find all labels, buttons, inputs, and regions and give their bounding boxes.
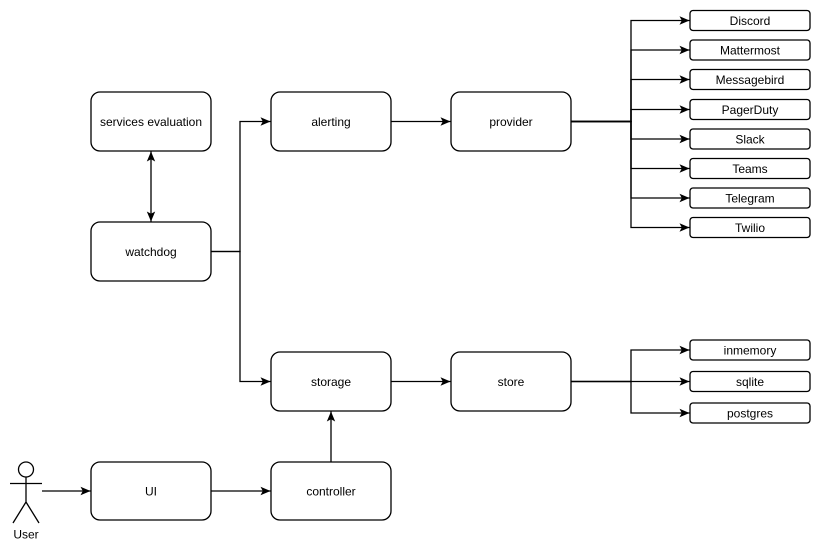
node-box	[90, 221, 212, 282]
edge-provider-discord	[571, 16, 690, 123]
leaf-store-postgres: postgres	[689, 402, 811, 424]
node-box	[450, 351, 572, 412]
node-services-evaluation: services evaluation	[90, 91, 212, 152]
leaf-provider-telegram: Telegram	[689, 187, 811, 209]
edge-watchdog-storage	[211, 250, 271, 386]
node-box	[90, 461, 212, 521]
edge-provider-mattermost	[571, 45, 690, 123]
leaf-box	[689, 128, 811, 150]
leaf-box	[689, 402, 811, 424]
node-alerting: alerting	[270, 91, 392, 152]
actor-label: User	[13, 528, 38, 542]
edge-provider-messagebird	[571, 75, 690, 123]
node-provider: provider	[450, 91, 572, 152]
edge-provider-telegram	[571, 120, 690, 203]
leaf-label: Slack	[735, 133, 765, 147]
leaf-provider-messagebird: Messagebird	[689, 68, 811, 91]
edge-provider-pagerduty	[571, 105, 690, 123]
node-label: UI	[145, 485, 157, 499]
node-store: store	[450, 351, 572, 412]
leaf-label: inmemory	[724, 344, 777, 358]
leaf-box	[689, 216, 811, 239]
leaf-provider-discord: Discord	[689, 9, 811, 32]
node-label: controller	[306, 485, 355, 499]
leaf-label: Mattermost	[720, 44, 781, 58]
node-label: services evaluation	[100, 115, 202, 129]
leaf-label: sqlite	[736, 375, 764, 389]
node-label: store	[498, 375, 525, 389]
node-box	[270, 351, 392, 412]
node-box	[450, 91, 572, 152]
node-box	[270, 91, 392, 152]
node-box	[270, 461, 392, 521]
edge-store-postgres	[571, 380, 690, 418]
leaf-box	[689, 370, 811, 393]
leaf-label: Teams	[732, 162, 767, 176]
leaf-label: Messagebird	[716, 73, 785, 87]
node-controller: controller	[270, 461, 392, 521]
leaf-box	[689, 98, 811, 121]
leaf-label: Twilio	[735, 221, 765, 235]
leaf-label: postgres	[727, 407, 773, 421]
leaf-provider-teams: Teams	[689, 157, 811, 180]
node-ui: UI	[90, 461, 212, 521]
node-watchdog: watchdog	[90, 221, 212, 282]
node-label: alerting	[311, 115, 350, 129]
leaf-provider-mattermost: Mattermost	[689, 39, 811, 61]
node-label: watchdog	[124, 245, 176, 259]
leaf-box	[689, 39, 811, 61]
leaf-label: Telegram	[725, 192, 774, 206]
node-label: storage	[311, 375, 351, 389]
node-box	[90, 91, 212, 152]
leaf-box	[689, 9, 811, 32]
leaf-label: PagerDuty	[722, 103, 779, 117]
leaf-store-inmemory: inmemory	[689, 339, 811, 361]
edge-provider-slack	[571, 120, 690, 144]
leaf-label: Discord	[730, 14, 771, 28]
leaf-box	[689, 157, 811, 180]
connectors	[42, 16, 690, 496]
leaf-box	[689, 187, 811, 209]
actor-body	[10, 477, 42, 524]
leaf-provider-twilio: Twilio	[689, 216, 811, 239]
actor-head	[17, 461, 35, 478]
leaf-box	[689, 339, 811, 361]
node-storage: storage	[270, 351, 392, 412]
leaf-provider-pagerduty: PagerDuty	[689, 98, 811, 121]
leaf-provider-slack: Slack	[689, 128, 811, 150]
edge-provider-twilio	[571, 120, 690, 232]
edge-watchdog-alerting	[211, 117, 271, 253]
user-actor: User	[10, 461, 42, 542]
edge-store-inmemory	[571, 345, 690, 383]
leaf-box	[689, 68, 811, 91]
node-label: provider	[489, 115, 532, 129]
leaf-store-sqlite: sqlite	[689, 370, 811, 393]
edge-provider-teams	[571, 120, 690, 173]
